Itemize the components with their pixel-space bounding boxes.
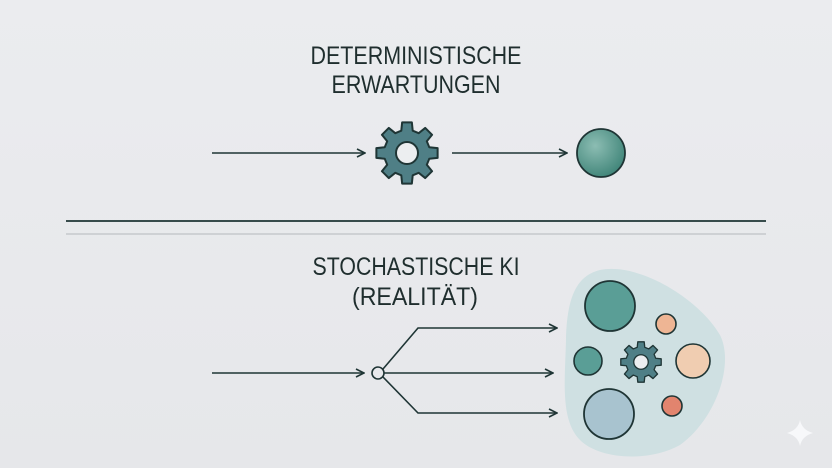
- sparkle-icon: [787, 420, 813, 446]
- branch-arrow-bottom: [382, 376, 557, 413]
- outcome-circle-teal-small: [573, 346, 603, 376]
- gear-hole: [633, 354, 649, 370]
- sphere-icon: [576, 128, 626, 178]
- gear-icon: [375, 121, 439, 185]
- top-title-line2: ERWARTUNGEN: [332, 71, 501, 99]
- branch-node: [371, 366, 385, 380]
- bottom-title-line1: STOCHASTISCHE KI: [313, 253, 520, 281]
- gear-hole: [395, 141, 419, 165]
- top-title-line1: DETERMINISTISCHE: [311, 42, 522, 70]
- bottom-title-line2: (REALITÄT): [352, 283, 478, 311]
- branch-arrow-top: [382, 328, 557, 370]
- outcome-circle-teal-large: [584, 280, 636, 332]
- outcome-circle-peach: [675, 343, 711, 379]
- gear-icon: [620, 341, 662, 383]
- outcome-circle-blue-large: [583, 388, 635, 440]
- outcome-circle-red: [661, 395, 683, 417]
- outcome-circle-orange-small: [655, 313, 677, 335]
